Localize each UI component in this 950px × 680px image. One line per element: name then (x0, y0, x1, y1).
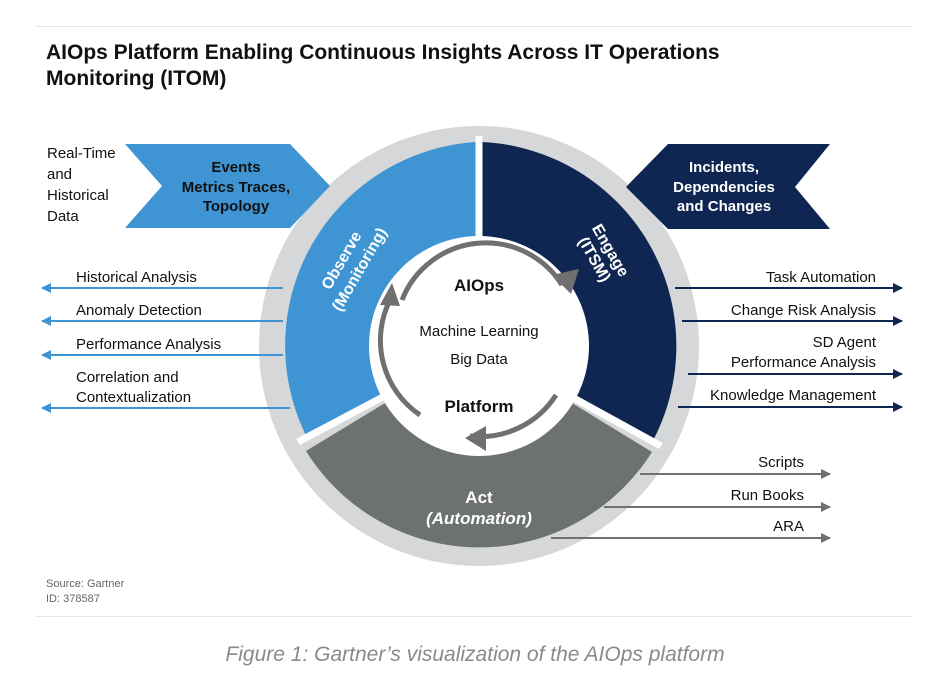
output-change-risk-analysis: Change Risk Analysis (731, 302, 876, 319)
title-line-1: AIOps Platform Enabling Continuous Insig… (46, 41, 720, 64)
center-title: AIOps (454, 276, 504, 295)
output-ara: ARA (773, 518, 804, 535)
incidents-banner (626, 144, 830, 229)
incidents-line-2: Dependencies (673, 179, 775, 196)
events-line-1: Events (211, 159, 260, 176)
events-line-3: Topology (203, 198, 270, 215)
cycle-arrow-left (377, 298, 422, 418)
input-line-4: Data (47, 208, 79, 225)
events-banner (125, 144, 330, 228)
title-line-2: Monitoring (ITOM) (46, 67, 227, 90)
inner-circle (369, 236, 589, 456)
output-scripts: Scripts (758, 454, 804, 471)
act-sublabel: (Automation) (426, 509, 532, 528)
input-line-1: Real-Time (47, 145, 116, 162)
center-line-1: Machine Learning (419, 323, 538, 340)
act-label: Act (465, 488, 493, 507)
output-run-books: Run Books (731, 487, 804, 504)
output-sd-agent: SD Agent (813, 334, 877, 351)
figure-caption: Figure 1: Gartner’s visualization of the… (225, 643, 725, 666)
cycle-arrowhead-top (552, 269, 579, 294)
top-divider (35, 26, 913, 27)
output-task-automation: Task Automation (766, 269, 876, 286)
input-line-3: Historical (47, 187, 109, 204)
output-knowledge-management: Knowledge Management (710, 387, 877, 404)
center-bottom: Platform (445, 397, 514, 416)
center-line-2: Big Data (450, 351, 508, 368)
bottom-divider (35, 616, 913, 617)
source-note: Source: Gartner ID: 378587 (46, 577, 124, 607)
output-sd-agent-performance: Performance Analysis (731, 354, 876, 371)
output-correlation: Correlation and (76, 369, 179, 386)
cycle-arrowhead-left (380, 283, 400, 306)
incidents-line-3: and Changes (677, 198, 771, 215)
cycle-arrow-top (399, 240, 565, 301)
source-line-1: Source: Gartner (46, 578, 125, 590)
input-line-2: and (47, 166, 72, 183)
figure-title: AIOps Platform Enabling Continuous Insig… (46, 40, 866, 92)
source-line-2: ID: 378587 (46, 593, 100, 605)
cycle-arrowhead-bottom (465, 426, 486, 451)
output-contextualization: Contextualization (76, 389, 191, 406)
output-anomaly-detection: Anomaly Detection (76, 302, 202, 319)
output-performance-analysis: Performance Analysis (76, 336, 221, 353)
incidents-line-1: Incidents, (689, 159, 759, 176)
output-historical-analysis: Historical Analysis (76, 269, 197, 286)
events-line-2: Metrics Traces, (182, 179, 290, 196)
